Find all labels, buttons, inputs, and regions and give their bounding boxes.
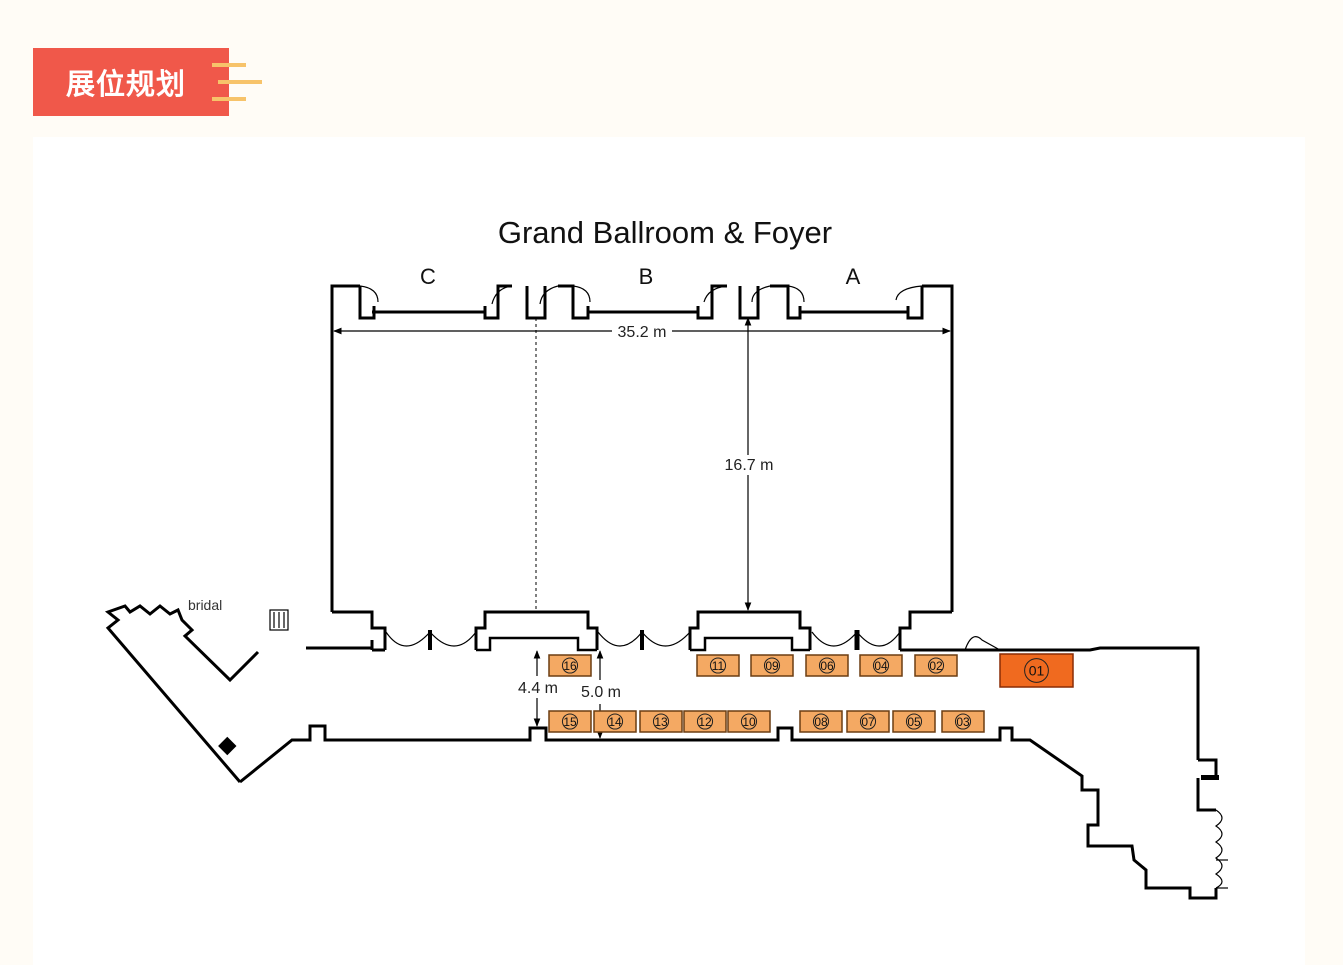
booth-number: 02 bbox=[929, 659, 943, 673]
booth-number: 11 bbox=[712, 659, 725, 673]
booth-06[interactable]: 06 bbox=[805, 654, 849, 677]
booth-box bbox=[799, 710, 843, 733]
booth-number-circle bbox=[1024, 658, 1049, 683]
section-label-a: A bbox=[846, 264, 861, 289]
booth-number: 09 bbox=[765, 659, 779, 673]
dimension-depth: 16.7 m bbox=[725, 457, 774, 474]
dimension-foyer-right: 5.0 m bbox=[581, 684, 621, 701]
booth-number-circle bbox=[740, 713, 758, 730]
entrance-marker bbox=[1201, 775, 1219, 780]
booth-box bbox=[941, 710, 985, 733]
booth-number-circle bbox=[561, 713, 579, 730]
booth-number: 15 bbox=[563, 715, 577, 729]
booth-number-circle bbox=[872, 657, 890, 674]
floor-plan-card: Grand Ballroom & Foyer C B A bbox=[33, 137, 1305, 965]
booth-number: 03 bbox=[956, 715, 970, 729]
booth-number-circle bbox=[652, 713, 670, 730]
ballroom-walls bbox=[306, 284, 965, 652]
booth-box bbox=[548, 710, 592, 733]
booth-number-circle bbox=[812, 713, 830, 730]
booth-number: 10 bbox=[742, 715, 756, 729]
door-swings bbox=[359, 285, 1001, 651]
foyer-door-swings bbox=[1214, 809, 1228, 889]
booth-03[interactable]: 03 bbox=[941, 710, 985, 733]
booth-layer: 16 11 09 06 04 02 15 14 13 12 10 08 07 05 03 01 bbox=[548, 653, 1074, 733]
elevator-icon bbox=[269, 609, 289, 631]
stripes-decoration bbox=[212, 63, 262, 101]
booth-01-highlighted[interactable]: 01 bbox=[999, 653, 1074, 688]
booth-box bbox=[846, 710, 890, 733]
dimension-foyer-left: 4.4 m bbox=[518, 680, 558, 697]
booth-number: 04 bbox=[874, 659, 888, 673]
booth-box bbox=[805, 654, 849, 677]
booth-number-circle bbox=[606, 713, 624, 730]
booth-15[interactable]: 15 bbox=[548, 710, 592, 733]
booth-box bbox=[696, 654, 740, 677]
booth-number: 08 bbox=[814, 715, 828, 729]
booth-number: 07 bbox=[861, 715, 875, 729]
booth-number-circle bbox=[859, 713, 877, 730]
booth-16[interactable]: 16 bbox=[548, 654, 592, 677]
booth-box bbox=[999, 653, 1074, 688]
section-label-b: B bbox=[639, 264, 654, 289]
booth-12[interactable]: 12 bbox=[683, 710, 727, 733]
booth-number: 12 bbox=[698, 715, 712, 729]
booth-box bbox=[683, 710, 727, 733]
booth-number-circle bbox=[696, 713, 714, 730]
booth-box bbox=[727, 710, 771, 733]
booth-13[interactable]: 13 bbox=[639, 710, 683, 733]
booth-number-circle bbox=[561, 657, 579, 674]
section-title: 展位规划 bbox=[65, 67, 186, 101]
booth-number-circle bbox=[763, 657, 781, 674]
booth-08[interactable]: 08 bbox=[799, 710, 843, 733]
booth-02[interactable]: 02 bbox=[914, 654, 958, 677]
booth-07[interactable]: 07 bbox=[846, 710, 890, 733]
dimension-width: 35.2 m bbox=[618, 324, 667, 341]
booth-number: 05 bbox=[907, 715, 921, 729]
foyer-walls bbox=[104, 604, 1218, 900]
booth-number: 13 bbox=[654, 715, 668, 729]
booth-05[interactable]: 05 bbox=[892, 710, 936, 733]
booth-number-circle bbox=[954, 713, 972, 730]
booth-number-circle bbox=[709, 657, 727, 674]
booth-number-circle bbox=[905, 713, 923, 730]
booth-09[interactable]: 09 bbox=[750, 654, 794, 677]
booth-box bbox=[892, 710, 936, 733]
booth-number: 14 bbox=[608, 715, 622, 729]
booth-box bbox=[914, 654, 958, 677]
room-label-bridal: bridal bbox=[188, 597, 222, 613]
section-label-c: C bbox=[420, 264, 436, 289]
plan-title: Grand Ballroom & Foyer bbox=[498, 215, 832, 250]
booth-14[interactable]: 14 bbox=[593, 710, 637, 733]
booth-number: 16 bbox=[563, 659, 577, 673]
booth-box bbox=[859, 654, 903, 677]
booth-box bbox=[639, 710, 683, 733]
booth-box bbox=[593, 710, 637, 733]
booth-box bbox=[750, 654, 794, 677]
dimension-lines bbox=[333, 317, 951, 739]
diamond-marker-icon bbox=[218, 736, 237, 756]
section-title-tag: 展位规划 bbox=[33, 48, 229, 116]
booth-number: 01 bbox=[1029, 663, 1045, 679]
booth-number: 06 bbox=[820, 659, 834, 673]
booth-11[interactable]: 11 bbox=[696, 654, 740, 677]
booth-number-circle bbox=[927, 657, 945, 674]
booth-10[interactable]: 10 bbox=[727, 710, 771, 733]
booth-04[interactable]: 04 bbox=[859, 654, 903, 677]
booth-number-circle bbox=[818, 657, 836, 674]
booth-box bbox=[548, 654, 592, 677]
